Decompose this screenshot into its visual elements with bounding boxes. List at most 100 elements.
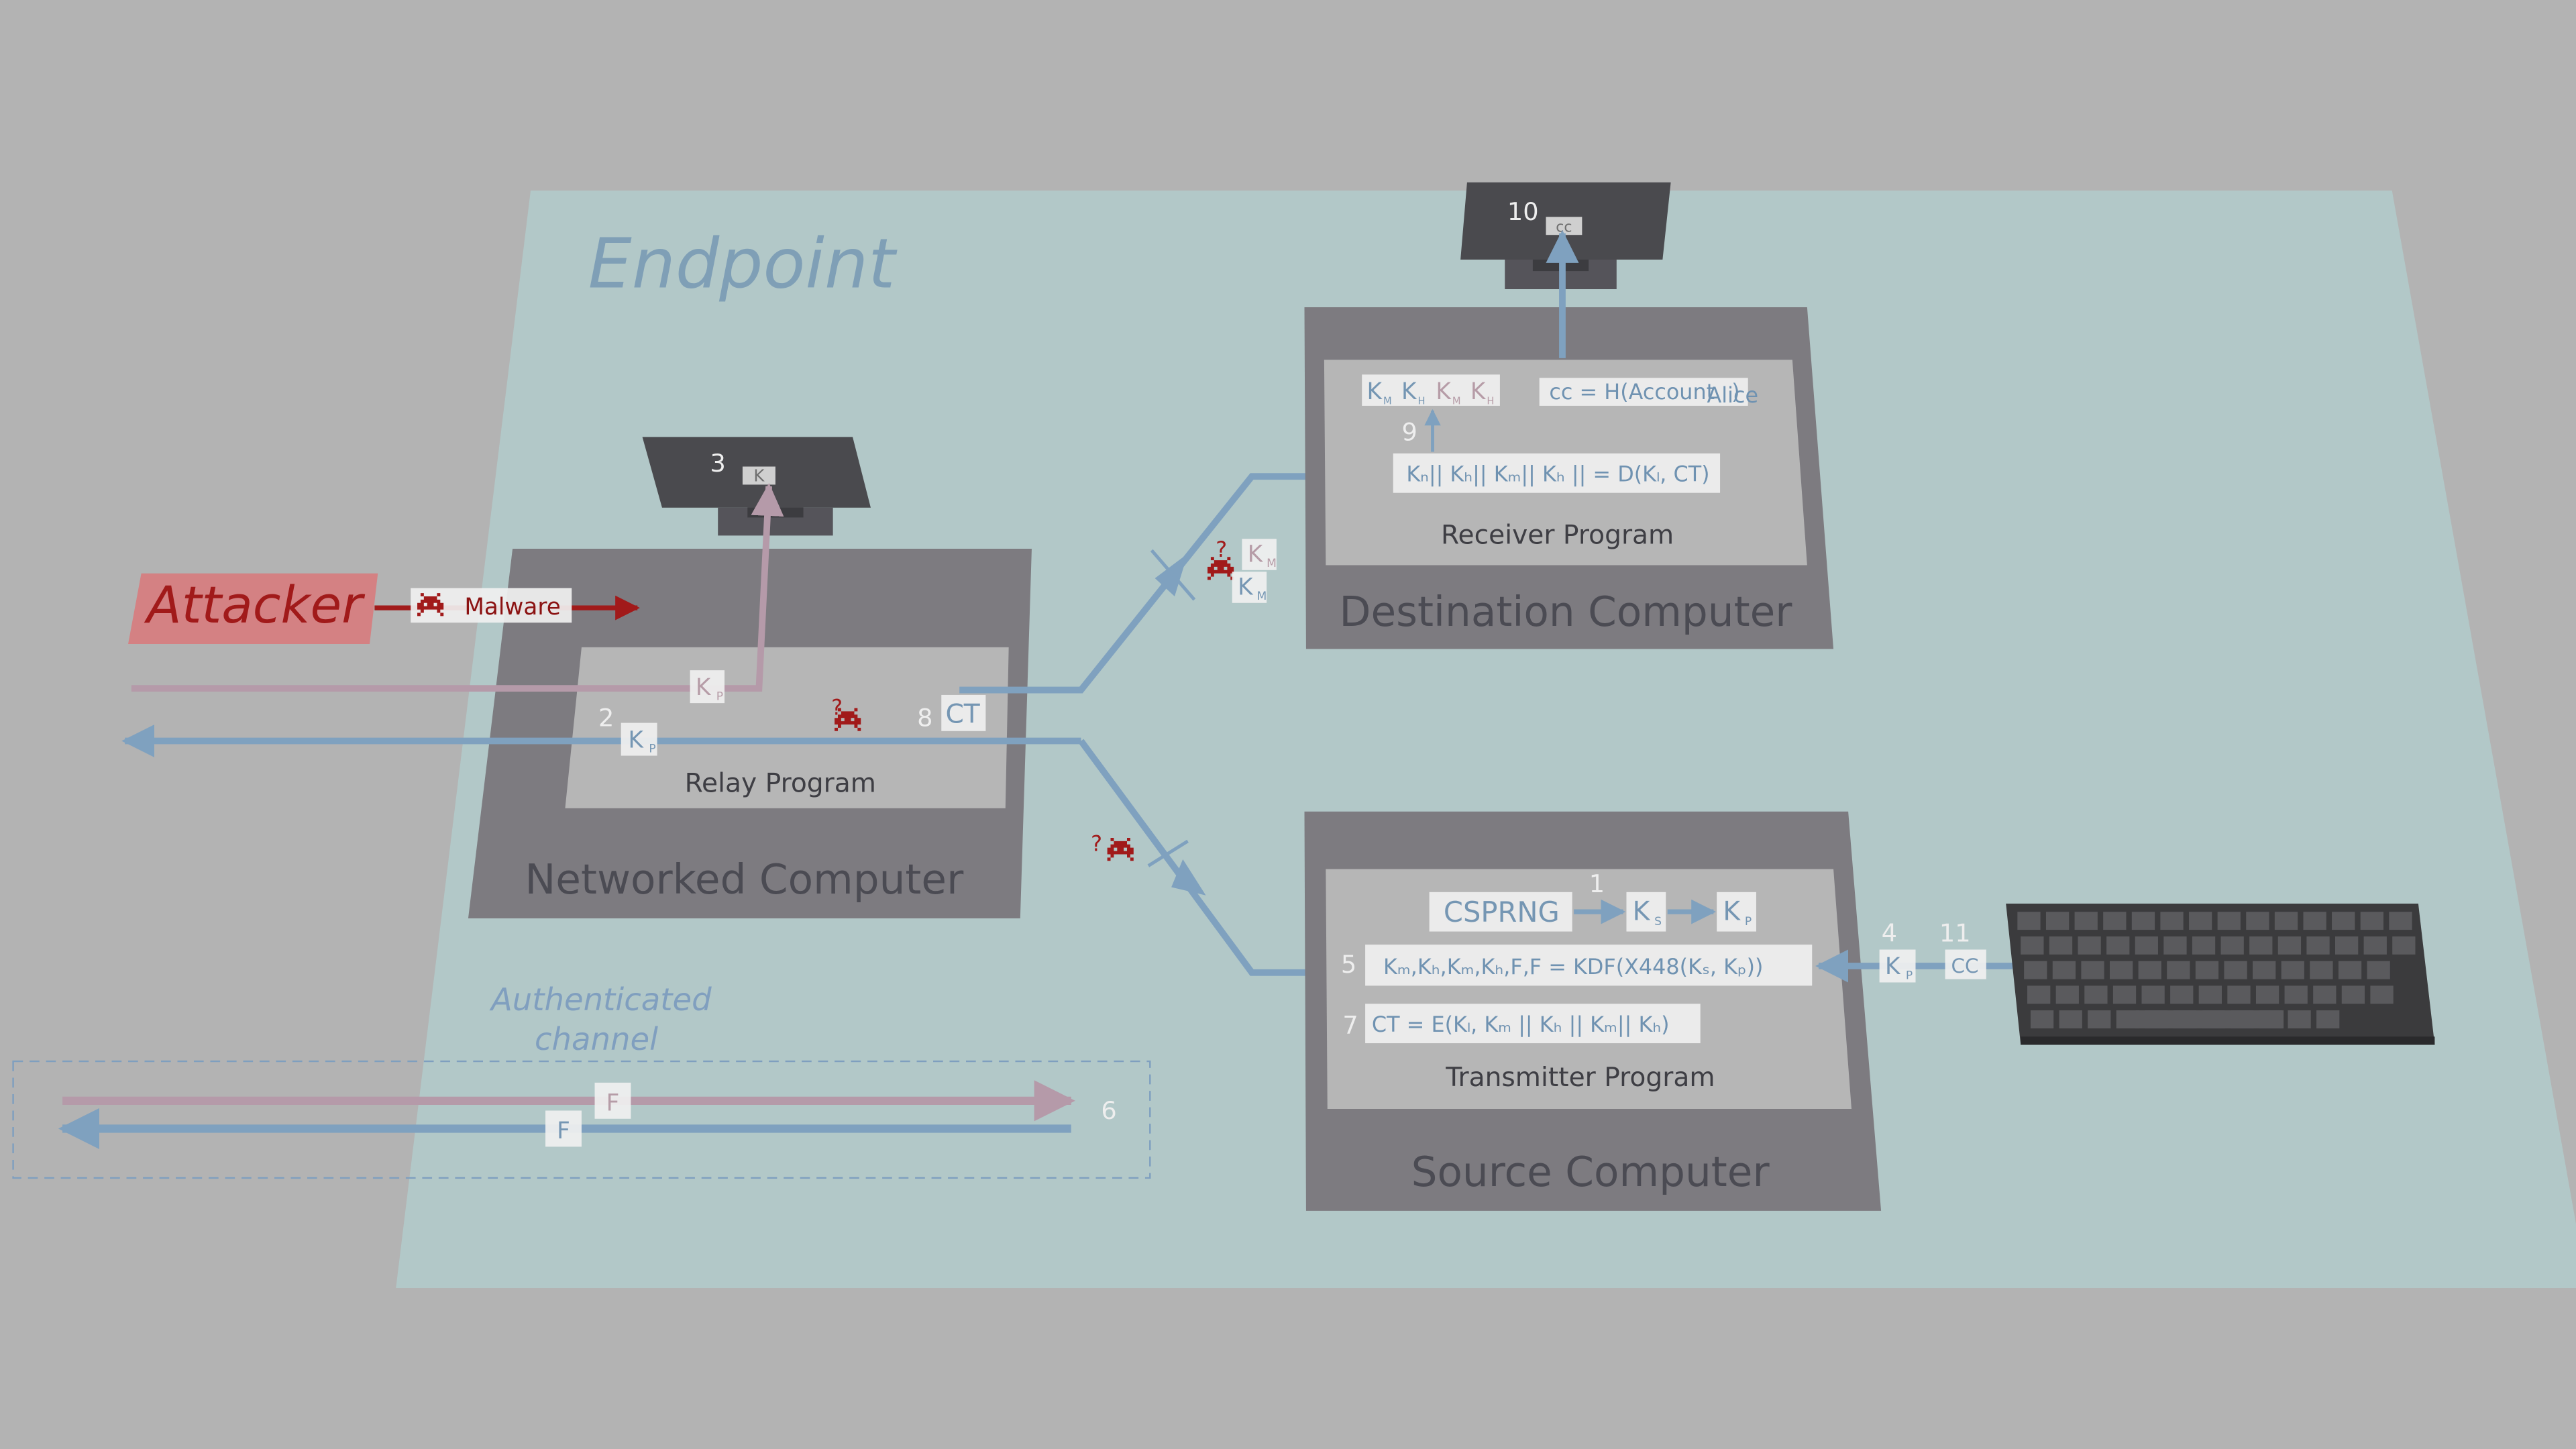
step-8: 8 — [917, 703, 932, 732]
relay-malware-question: ? — [831, 694, 843, 720]
keyboard-key — [2255, 985, 2279, 1004]
ks-key: K — [1633, 896, 1651, 926]
step-10: 10 — [1507, 197, 1539, 226]
keyboard-key — [2246, 912, 2269, 930]
monitor-cc: cc — [1556, 219, 1572, 235]
keyboard-key — [2074, 912, 2098, 930]
relay-program-label: Relay Program — [685, 768, 876, 798]
kp-upper: K — [696, 674, 712, 701]
keyboard-key — [2109, 961, 2133, 979]
keyboard-key — [2170, 985, 2194, 1004]
keyboard-key — [2106, 936, 2130, 955]
keyboard-key — [2088, 1010, 2111, 1029]
channel-f-lower: F — [557, 1118, 570, 1144]
dest-key-sub-0: M — [1383, 395, 1392, 407]
step-6: 6 — [1101, 1096, 1116, 1125]
keyboard-key — [2027, 985, 2051, 1004]
authenticated-channel-label-line2: channel — [535, 1021, 658, 1057]
step-5: 5 — [1341, 950, 1356, 979]
monitor-key: K — [753, 466, 765, 486]
keyboard-key — [2189, 912, 2212, 930]
keyboard-key — [2052, 961, 2076, 979]
keyboard-key — [2316, 1010, 2340, 1029]
upper-km-2: K — [1238, 574, 1254, 601]
keyboard-key — [2334, 936, 2359, 955]
source-computer-label: Source Computer — [1411, 1148, 1770, 1196]
keyboard-key — [2198, 985, 2222, 1004]
keyboard-spacebar — [2135, 1010, 2284, 1029]
step-3: 3 — [710, 449, 726, 478]
authenticated-channel-box — [12, 1060, 1151, 1179]
keyboard-key — [2059, 1010, 2082, 1029]
attacker-box — [128, 573, 378, 644]
malware-label: Malware — [464, 594, 561, 621]
csprng-label: CSPRNG — [1444, 896, 1560, 928]
networked-monitor — [642, 437, 871, 536]
dest-key-sub-3: H — [1487, 395, 1494, 407]
keyboard-key — [2227, 985, 2251, 1004]
keyboard-key — [2078, 936, 2101, 955]
diode-bar-upper — [1150, 549, 1196, 601]
upper-km-1-sub: M — [1267, 557, 1277, 570]
keyboard-kp: K — [1885, 953, 1901, 980]
keyboard-key — [2135, 936, 2158, 955]
keyboard-key — [2370, 985, 2394, 1004]
keyboard-key — [2138, 961, 2161, 979]
authenticated-channel-label-line1: Authenticated — [489, 981, 712, 1018]
keyboard-key — [2392, 936, 2416, 955]
keyboard-key — [2313, 985, 2337, 1004]
keyboard-key — [2195, 961, 2219, 979]
ks-key-sub: S — [1654, 915, 1662, 928]
kp-lower-sub: P — [649, 743, 655, 756]
kp-display-arrow — [131, 483, 784, 692]
channel-f-upper: F — [606, 1090, 620, 1117]
upper-km-2-sub: M — [1256, 590, 1267, 603]
keyboard-key — [2141, 985, 2165, 1004]
keyboard-key — [2163, 936, 2187, 955]
keyboard-key — [2217, 912, 2241, 930]
endpoint-title: Endpoint — [588, 225, 898, 305]
keyboard-key — [2021, 936, 2044, 955]
keyboard-key — [2024, 961, 2047, 979]
dest-key-sub-1: H — [1417, 395, 1425, 407]
keyboard-kp-sub: P — [1906, 969, 1913, 983]
keyboard-key — [2389, 912, 2412, 930]
step-9: 9 — [1402, 417, 1417, 446]
step-4: 4 — [1882, 918, 1897, 947]
receiver-program-label: Receiver Program — [1441, 521, 1674, 551]
keyboard-key — [2045, 912, 2070, 930]
diode-bar-lower — [1147, 839, 1189, 867]
keyboard-key — [2160, 912, 2184, 930]
step-11: 11 — [1939, 918, 1971, 947]
kdf-formula: Kₘ,Kₕ,Kₘ,Kₕ,F,F = KDF(X448(Kₛ, Kₚ)) — [1383, 954, 1763, 979]
one-way-diode-lower — [1171, 859, 1206, 896]
keyboard-key — [2277, 936, 2302, 955]
kp-upper-sub: P — [716, 690, 723, 703]
keyboard-key — [2332, 912, 2355, 930]
kp-key-sub: P — [1745, 915, 1752, 928]
dest-key-2: K — [1436, 378, 1452, 405]
transmitter-program-label: Transmitter Program — [1445, 1063, 1715, 1093]
keyboard-key — [2284, 985, 2308, 1004]
keyboard-key — [2338, 961, 2362, 979]
keyboard-cc: CC — [1951, 955, 1978, 977]
keyboard-key — [2274, 912, 2298, 930]
keyboard-key — [2303, 912, 2326, 930]
source-to-relay-line — [1078, 739, 1328, 976]
keyboard-key — [2112, 985, 2137, 1004]
keyboard-key — [2017, 912, 2041, 930]
decrypt-formula: Kₙ|| Kₕ|| Kₘ|| Kₕ || = D(Kₗ, CT) — [1406, 462, 1709, 487]
step-2: 2 — [598, 703, 614, 732]
keyboard-key — [2103, 912, 2127, 930]
keyboard-key — [2084, 985, 2108, 1004]
step-7: 7 — [1342, 1010, 1358, 1039]
keyboard-icon — [2006, 903, 2435, 1045]
keyboard-key — [2116, 1010, 2140, 1029]
dest-key-1: K — [1401, 378, 1417, 405]
cc-formula-lhs: cc = H(Account — [1549, 379, 1715, 405]
keyboard-key — [2249, 936, 2273, 955]
keyboard-key — [2288, 1010, 2311, 1029]
keyboard-key — [2310, 961, 2333, 979]
